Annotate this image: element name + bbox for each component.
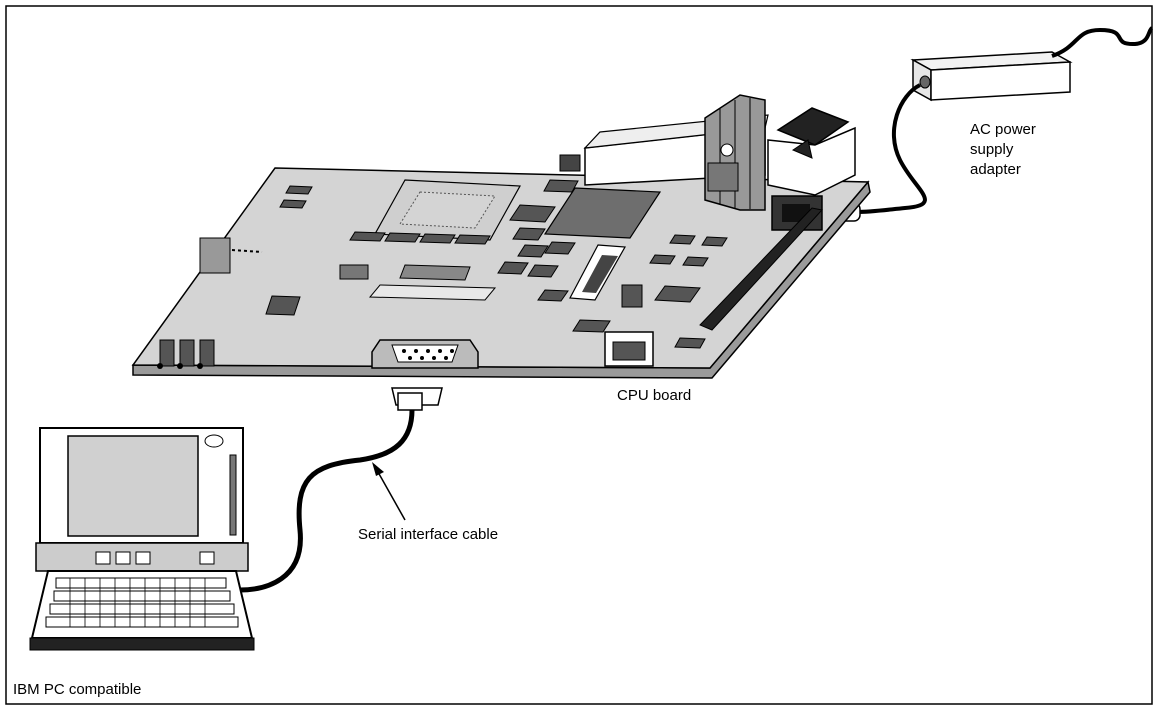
laptop-icon <box>29 427 255 651</box>
serial-connector-icon <box>371 339 479 369</box>
cable-pointer-arrow <box>377 471 406 521</box>
cpu-board-label: CPU board <box>617 387 691 404</box>
serial-cable-label: Serial interface cable <box>358 526 498 543</box>
power-label-line2: supply <box>970 141 1014 158</box>
diagram-frame <box>5 5 1153 705</box>
serial-cable <box>239 387 443 593</box>
pc-label: IBM PC compatible <box>13 681 141 698</box>
power-label-line1: AC power <box>970 121 1036 138</box>
cpu-board-illustration <box>131 94 871 379</box>
power-label-line3: adapter <box>970 161 1021 178</box>
